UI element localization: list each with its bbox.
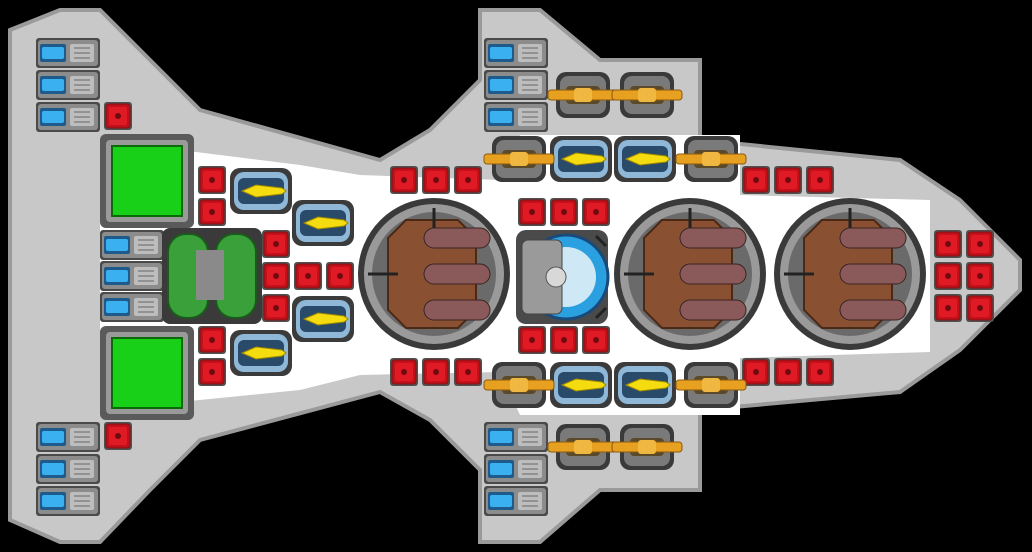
cargo-bay-bottom[interactable] [100, 326, 194, 420]
thruster-group-bottom-left[interactable] [35, 421, 101, 517]
thruster-group-mid-left[interactable] [99, 229, 165, 323]
reactor-pod-left[interactable] [356, 196, 512, 352]
cargo-bay-top[interactable] [100, 134, 194, 228]
reactor-pod-right[interactable] [772, 196, 928, 352]
thruster-group-top-right[interactable] [483, 37, 549, 133]
thruster-group-bottom-right[interactable] [483, 421, 549, 517]
reactor-pod-middle[interactable] [612, 196, 768, 352]
fuel-tank-icon[interactable] [162, 228, 262, 324]
shield-generator-icon[interactable] [516, 230, 610, 324]
thruster-group-top-left[interactable] [35, 37, 101, 133]
